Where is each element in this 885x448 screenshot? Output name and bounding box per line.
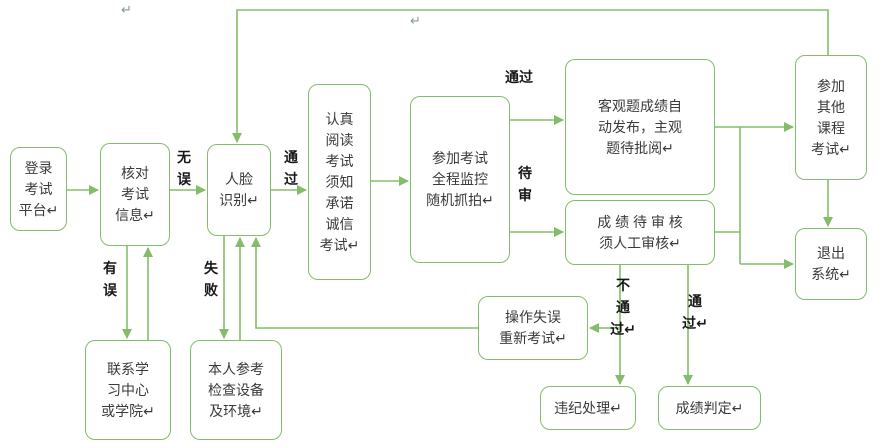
label-pending-review: 待 审: [518, 165, 532, 203]
label-pass-bottom: 通 过↵: [682, 293, 708, 331]
node-take-exam-monitored: 参加考试 全程监控 随机抓拍↵: [410, 96, 510, 263]
node-contact-learning-center: 联系学 习中心 或学院↵: [85, 340, 171, 440]
paragraph-mark-icon: ↵: [410, 13, 421, 28]
node-login-exam-platform: 登录 考试 平台↵: [10, 147, 67, 231]
label-pass-top: 通过: [505, 69, 533, 85]
label-pass-after-face: 通 过: [284, 149, 298, 187]
node-face-recognition: 人脸 识别↵: [207, 144, 271, 236]
node-check-equipment-environment: 本人参考 检查设备 及环境↵: [190, 340, 282, 440]
node-take-other-course-exam: 参加 其他 课程 考试↵: [795, 55, 867, 180]
node-exit-system: 退出 系统↵: [795, 228, 867, 300]
label-failed: 失 败: [204, 260, 218, 298]
label-no-error: 无 误: [177, 149, 191, 187]
node-violation-handling: 违纪处理↵: [540, 386, 636, 430]
label-has-error: 有 误: [103, 260, 117, 298]
connector-other-course-feedback-to-face: [232, 9, 829, 143]
paragraph-mark-icon: ↵: [121, 2, 132, 17]
connector-retry-feedback-to-face: [251, 237, 478, 329]
node-objective-score-published: 客观题成绩自 动发布，主观 题待批阅↵: [565, 59, 715, 195]
node-operation-error-retake-exam: 操作失误 重新考试↵: [478, 296, 588, 360]
node-verify-exam-info: 核对 考试 信息↵: [100, 143, 170, 246]
node-score-judgment: 成绩判定↵: [658, 386, 761, 430]
label-not-pass: 不 通 过↵: [610, 277, 636, 337]
node-score-pending-manual-review: 成 绩 待 审 核 须人工审核↵: [565, 200, 715, 265]
node-read-exam-notice: 认真 阅读 考试 须知 承诺 诚信 考试↵: [308, 84, 371, 280]
